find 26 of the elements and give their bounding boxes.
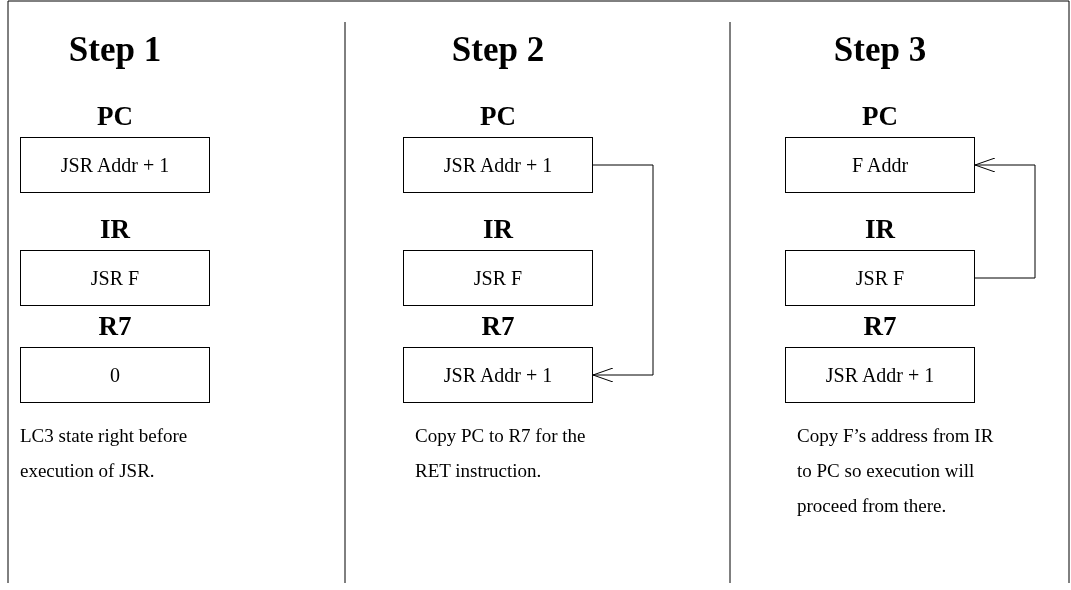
register-name: PC <box>861 100 899 133</box>
register-value: JSR Addr + 1 <box>824 363 936 387</box>
register-name: IR <box>864 213 897 246</box>
register-name: IR <box>99 213 132 246</box>
register-name: IR <box>482 213 515 246</box>
step-heading: Step 1 <box>67 30 163 70</box>
step-heading: Step 3 <box>832 30 928 70</box>
register-name: R7 <box>480 310 516 343</box>
register-name: R7 <box>862 310 898 343</box>
register-name: PC <box>479 100 517 133</box>
register-value: JSR F <box>472 266 524 290</box>
step-heading: Step 2 <box>450 30 546 70</box>
register-value: JSR F <box>854 266 906 290</box>
caption: Copy F’s address from IR to PC so execution will proceed from there. <box>797 424 995 518</box>
register-value: JSR Addr + 1 <box>442 153 554 177</box>
register-name: R7 <box>97 310 133 343</box>
caption: Copy PC to R7 for the RET instruction. <box>415 424 587 483</box>
arrow <box>592 164 654 383</box>
arrow <box>974 157 1036 279</box>
caption: LC3 state right before execution of JSR. <box>20 424 189 483</box>
register-value: JSR Addr + 1 <box>59 153 171 177</box>
register-value: 0 <box>109 363 121 387</box>
register-name: PC <box>96 100 134 133</box>
register-value: F Addr <box>850 153 910 177</box>
register-value: JSR F <box>89 266 141 290</box>
register-value: JSR Addr + 1 <box>442 363 554 387</box>
